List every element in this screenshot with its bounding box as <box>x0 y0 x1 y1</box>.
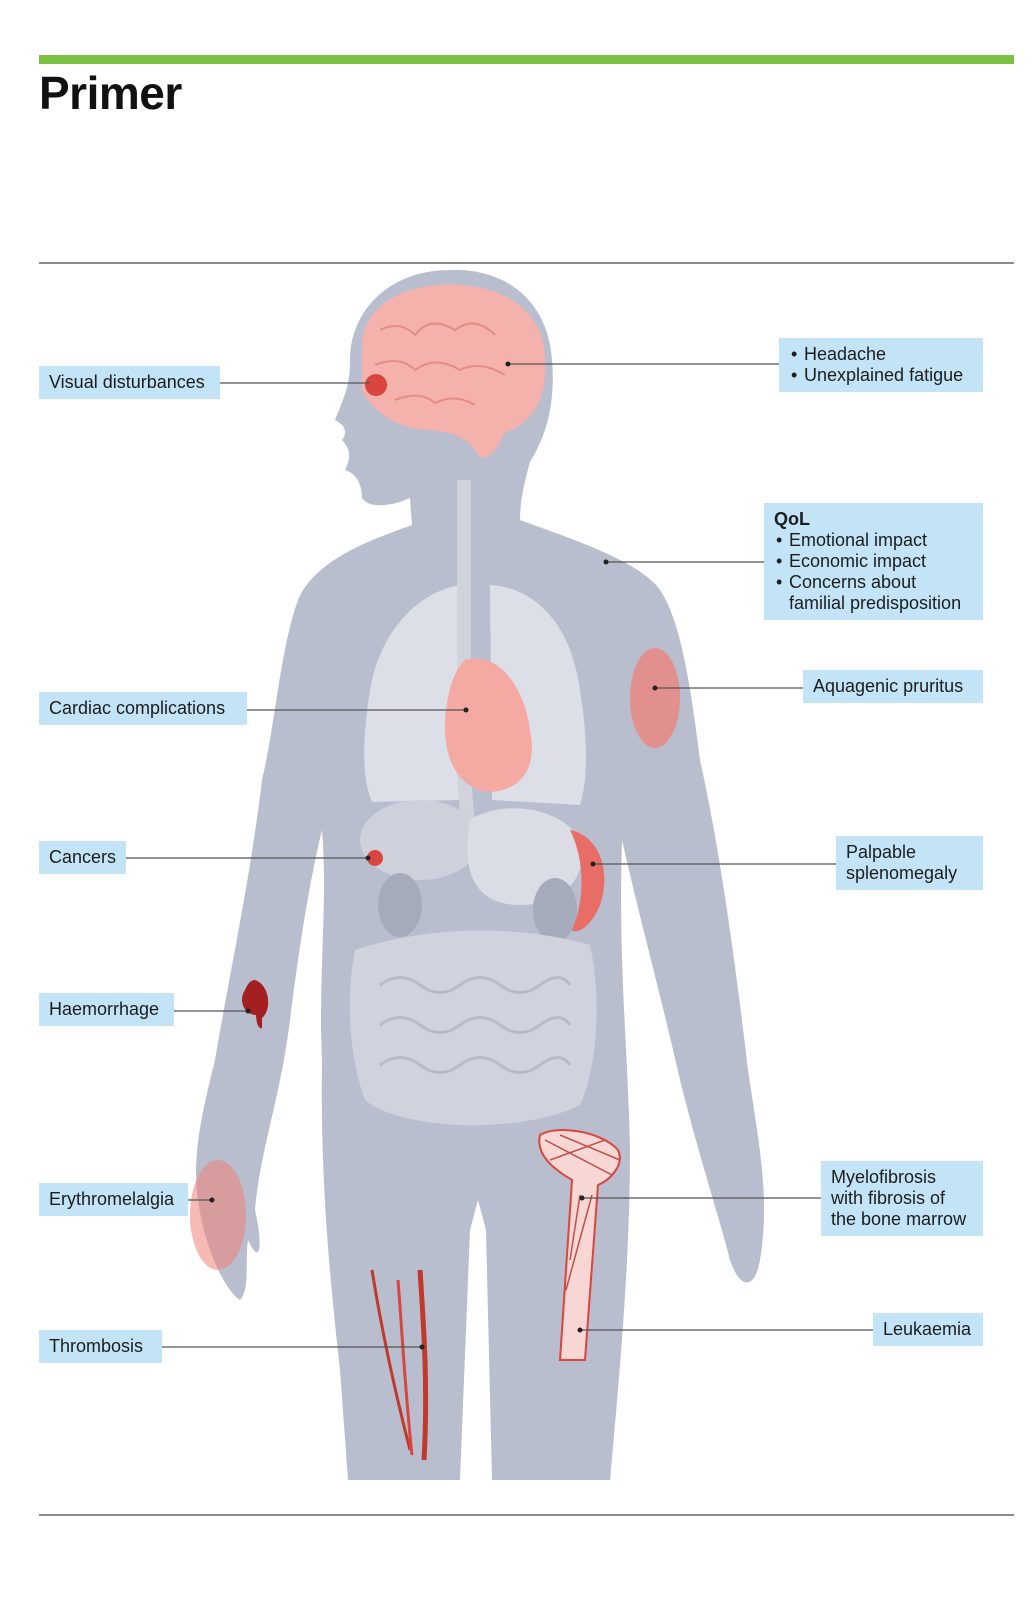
intestine-folds <box>379 976 572 1074</box>
fatigue-item: Unexplained fatigue <box>789 365 973 386</box>
femur <box>538 1129 621 1361</box>
intestines <box>349 930 597 1126</box>
top-divider <box>39 262 1014 264</box>
label-visual-disturbances: Visual disturbances <box>39 366 220 399</box>
qol-item-familial: Concerns about familial predisposition <box>774 572 969 614</box>
eye-lesion <box>365 374 387 396</box>
erythro-patch <box>190 1160 246 1270</box>
label-headache-fatigue: Headache Unexplained fatigue <box>779 338 983 392</box>
vein-3 <box>417 1269 429 1461</box>
brain-folds <box>374 322 506 406</box>
label-splenomegaly: Palpable splenomegaly <box>836 836 983 890</box>
liver <box>360 800 480 880</box>
left-kidney <box>378 873 422 937</box>
label-cardiac-complications: Cardiac complications <box>39 692 247 725</box>
label-aquagenic-pruritus: Aquagenic pruritus <box>803 670 983 703</box>
femur-mesh <box>544 1134 621 1291</box>
qol-item-economic: Economic impact <box>774 551 973 572</box>
pruritus-patch <box>630 648 680 748</box>
leader-dots <box>209 361 658 1350</box>
label-erythromelalgia: Erythromelalgia <box>39 1183 188 1216</box>
label-haemorrhage: Haemorrhage <box>39 993 174 1026</box>
heart <box>445 658 532 792</box>
haemorrhage-spot <box>242 980 269 1029</box>
qol-item-emotional: Emotional impact <box>774 530 973 551</box>
header-accent-bar <box>39 55 1014 64</box>
label-leukaemia: Leukaemia <box>873 1313 983 1346</box>
bottom-divider <box>39 1514 1014 1516</box>
label-qol: QoL Emotional impact Economic impact Con… <box>764 503 983 620</box>
label-cancers: Cancers <box>39 841 126 874</box>
vein-1 <box>370 1269 412 1451</box>
leader-lines <box>126 363 873 1348</box>
headache-item: Headache <box>789 344 973 365</box>
right-kidney <box>533 878 577 942</box>
label-thrombosis: Thrombosis <box>39 1330 162 1363</box>
page-title: Primer <box>39 67 182 119</box>
label-myelofibrosis: Myelofibrosis with fibrosis of the bone … <box>821 1161 983 1236</box>
left-lung <box>364 585 462 802</box>
spleen <box>570 830 605 932</box>
brain <box>362 284 546 458</box>
qol-title: QoL <box>774 509 810 529</box>
vein-2 <box>396 1279 414 1456</box>
cancer-lesion <box>367 850 383 866</box>
